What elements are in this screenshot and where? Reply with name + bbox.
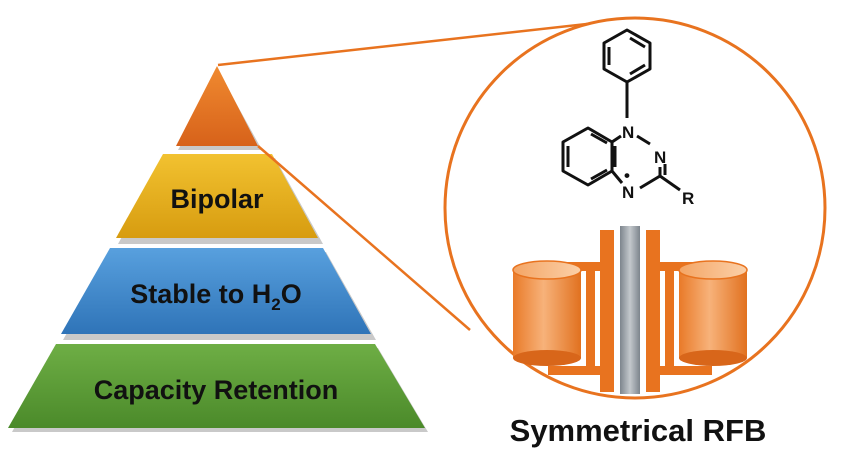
tier-label-stable-to-water: Stable to H2O: [130, 279, 302, 314]
bond-c3-r: [659, 174, 681, 192]
pipe-left-inner: [586, 271, 595, 366]
benzo-ring: [561, 126, 617, 187]
tank-right: [678, 260, 748, 366]
tier-label-bipolar: Bipolar: [170, 184, 264, 214]
pyramid: Bipolar Stable to H2O Capacity Retention: [8, 66, 428, 432]
callout-line-top: [217, 16, 641, 67]
atom-n4: N: [622, 183, 634, 202]
pyramid-apex: [176, 66, 258, 146]
pipe-right-inner: [665, 271, 674, 366]
atom-n1: N: [622, 123, 634, 142]
membrane: [620, 226, 640, 394]
bond-n4-c4a: [610, 170, 624, 184]
atom-r: R: [682, 189, 694, 208]
pyramid-tier-bipolar: [116, 154, 318, 238]
cell-plate-right: [646, 230, 660, 392]
pyramid-tier-capacity: [8, 344, 425, 428]
pipe-right-bottom: [660, 366, 712, 375]
flow-battery: [512, 226, 748, 394]
pyramid-tier-water: [61, 248, 371, 334]
molecule-structure: [561, 28, 681, 192]
callout-line-bottom: [257, 145, 471, 331]
tank-left: [512, 260, 582, 366]
cell-plate-left: [600, 230, 614, 392]
tier-label-capacity-retention: Capacity Retention: [94, 375, 339, 405]
caption-symmetrical-rfb: Symmetrical RFB: [510, 413, 767, 448]
radical-dot: •: [624, 166, 630, 185]
atom-n2: N: [654, 148, 666, 167]
membrane-gap-right: [640, 230, 646, 392]
bond-n1-n2: [636, 134, 651, 146]
bond-c8a-n1: [611, 134, 622, 144]
membrane-gap-left: [614, 230, 620, 392]
bond-c3-n4: [639, 174, 661, 190]
pipe-left-bottom: [548, 366, 600, 375]
